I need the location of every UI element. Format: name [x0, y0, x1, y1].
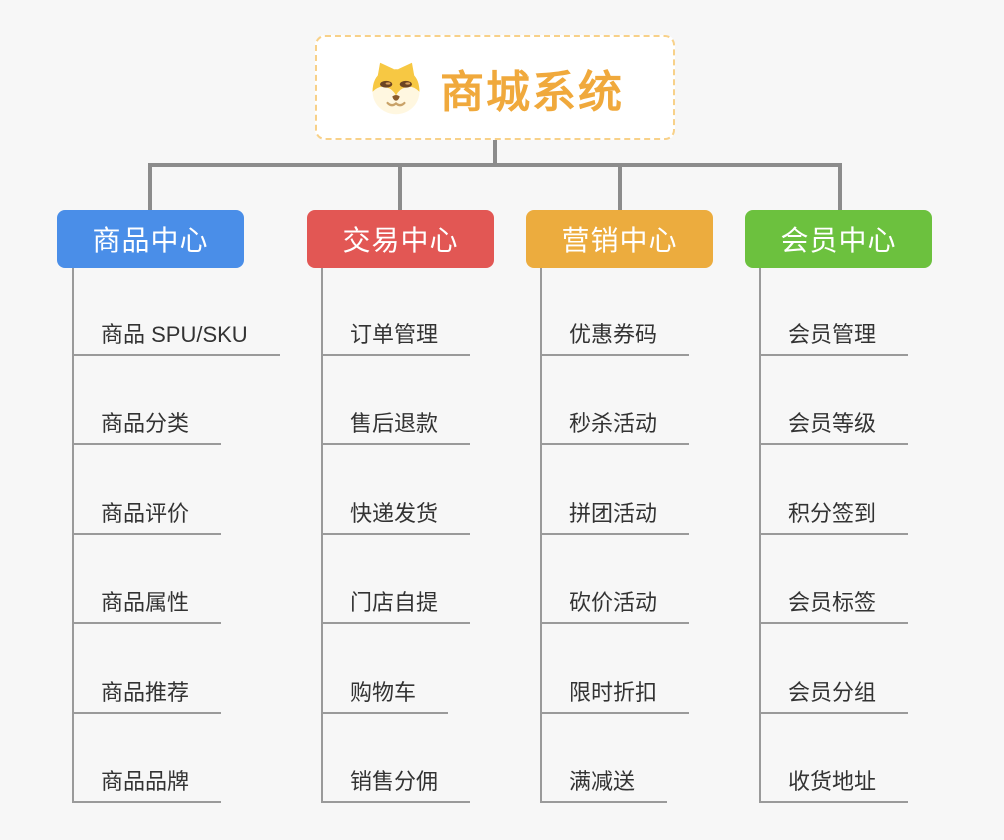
branch-column-member-center: 会员管理 会员等级 积分签到 会员标签 会员分组 收货地址	[759, 268, 909, 803]
branch-item[interactable]: 会员标签	[761, 535, 909, 624]
connector-horizontal-bar	[148, 163, 842, 167]
branch-item[interactable]: 商品推荐	[74, 624, 222, 714]
branch-item[interactable]: 快递发货	[323, 445, 471, 535]
branch-header-trade-center[interactable]: 交易中心	[307, 210, 494, 268]
branch-item[interactable]: 会员管理	[761, 268, 909, 356]
branch-item[interactable]: 积分签到	[761, 445, 909, 535]
shiba-dog-icon	[366, 60, 426, 116]
connector-drop-member	[838, 163, 842, 210]
branch-item[interactable]: 售后退款	[323, 356, 471, 445]
branch-header-label: 营销中心	[561, 225, 678, 256]
branch-item[interactable]: 限时折扣	[542, 624, 690, 714]
connector-drop-marketing	[618, 163, 622, 210]
branch-item[interactable]: 砍价活动	[542, 535, 690, 624]
branch-item[interactable]: 商品品牌	[74, 714, 222, 803]
branch-item[interactable]: 商品分类	[74, 356, 222, 445]
root-title: 商城系统	[440, 67, 624, 117]
branch-column-marketing-center: 优惠券码 秒杀活动 拼团活动 砍价活动 限时折扣 满减送	[540, 268, 690, 803]
branch-header-label: 商品中心	[92, 225, 209, 256]
branch-item[interactable]: 商品属性	[74, 535, 222, 624]
branch-item[interactable]: 秒杀活动	[542, 356, 690, 445]
branch-item[interactable]: 收货地址	[761, 714, 909, 803]
branch-column-product-center: 商品 SPU/SKU 商品分类 商品评价 商品属性 商品推荐 商品品牌	[72, 268, 280, 803]
branch-header-product-center[interactable]: 商品中心	[57, 210, 244, 268]
branch-item[interactable]: 满减送	[542, 714, 668, 803]
branch-item[interactable]: 订单管理	[323, 268, 471, 356]
branch-column-trade-center: 订单管理 售后退款 快递发货 门店自提 购物车 销售分佣	[321, 268, 471, 803]
branch-header-marketing-center[interactable]: 营销中心	[526, 210, 713, 268]
branch-item[interactable]: 商品评价	[74, 445, 222, 535]
connector-drop-product	[148, 163, 152, 210]
branch-item[interactable]: 优惠券码	[542, 268, 690, 356]
root-node[interactable]: 商城系统	[315, 35, 675, 140]
branch-header-member-center[interactable]: 会员中心	[745, 210, 932, 268]
branch-item[interactable]: 会员分组	[761, 624, 909, 714]
connector-drop-trade	[398, 163, 402, 210]
branch-item[interactable]: 会员等级	[761, 356, 909, 445]
branch-item[interactable]: 商品 SPU/SKU	[74, 268, 280, 356]
branch-item[interactable]: 销售分佣	[323, 714, 471, 803]
connector-root-stub	[493, 140, 497, 165]
branch-item[interactable]: 门店自提	[323, 535, 471, 624]
branch-header-label: 交易中心	[342, 225, 459, 256]
branch-item[interactable]: 拼团活动	[542, 445, 690, 535]
branch-item[interactable]: 购物车	[323, 624, 449, 714]
branch-header-label: 会员中心	[780, 225, 897, 256]
